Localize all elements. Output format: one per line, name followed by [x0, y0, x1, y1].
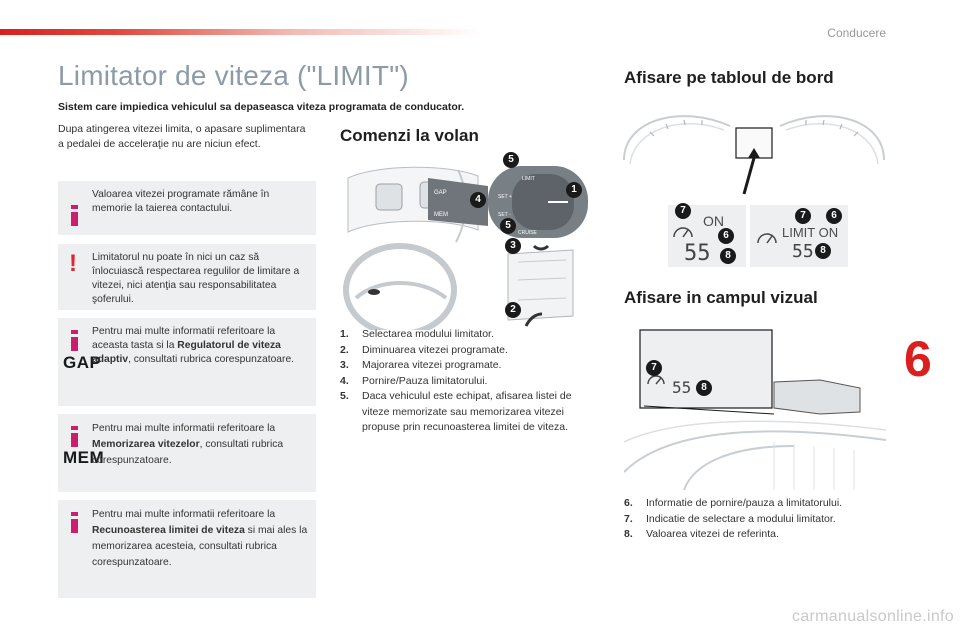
section-name: Conducere	[827, 26, 886, 40]
stalk-label: MEM	[434, 212, 448, 218]
callout-6: 6	[718, 228, 734, 244]
warning-icon: !	[69, 250, 77, 277]
callout-8: 8	[696, 380, 712, 396]
steering-wheel	[343, 243, 457, 330]
steering-legend: 1.Selectarea modului limitator. 2.Diminu…	[340, 327, 600, 436]
callout-4: 4	[470, 192, 486, 208]
lcd-speed-value: 55	[684, 241, 711, 266]
dashboard-heading: Afisare pe tabloul de bord	[624, 68, 834, 87]
speedometer-icon	[757, 233, 777, 244]
speedometer-icon	[673, 227, 693, 238]
info-note: Valoarea vitezei programate rămâne în me…	[58, 181, 316, 235]
stalk-side-view	[507, 244, 574, 327]
note-text: Pentru mai multe informatii referitoare …	[92, 509, 308, 568]
callout-7: 7	[646, 360, 662, 376]
header-accent-bar	[0, 29, 480, 35]
gap-button-icon: GAP	[63, 353, 102, 372]
head-up-display-illustration	[624, 322, 886, 490]
stalk-label: LIMIT	[522, 176, 535, 182]
legend-item: 5.Daca vehiculul este echipat, afisarea …	[340, 390, 572, 433]
callout-7: 7	[795, 208, 811, 224]
stalk-label: SET -	[498, 212, 511, 218]
stalk-label: SET +	[498, 194, 512, 200]
intro-paragraph: Dupa atingerea vitezei limita, o apasare…	[58, 123, 306, 150]
note-text: Pentru mai multe informatii referitoare …	[92, 423, 284, 466]
callout-7: 7	[675, 203, 691, 219]
legend-item: 7.Indicatie de selectare a modului limit…	[624, 512, 836, 525]
hud-speed-value: 55	[672, 378, 692, 397]
legend-item: 8.Valoarea vitezei de referinta.	[624, 528, 779, 540]
callout-8: 8	[720, 248, 736, 264]
hud-legend: 6.Informatie de pornire/pauza a limitato…	[624, 496, 894, 543]
lcd-status-label: ON	[703, 213, 724, 229]
note-text: Valoarea vitezei programate rămâne în me…	[92, 189, 270, 214]
speed-limit-recognition-note: Pentru mai multe informatii referitoare …	[58, 500, 316, 598]
callout-6: 6	[826, 208, 842, 224]
callout-3: 3	[505, 238, 521, 254]
note-text: Limitatorul nu poate în nici un caz să î…	[92, 252, 300, 305]
info-icon	[71, 330, 78, 351]
note-text: Pentru mai multe informatii referitoare …	[92, 326, 295, 365]
legend-item: 3.Majorarea vitezei programate.	[340, 359, 502, 371]
stalk-label: CRUISE	[518, 230, 538, 236]
hud-heading: Afisare in campul vizual	[624, 288, 818, 307]
callout-5: 5	[500, 218, 516, 234]
legend-item: 4.Pornire/Pauza limitatorului.	[340, 374, 488, 387]
callout-2: 2	[505, 302, 521, 318]
lcd-speed-value: 55	[792, 241, 814, 262]
lcd-status-label: LIMIT ON	[782, 225, 839, 240]
chapter-number: 6	[904, 331, 932, 387]
mem-note: MEM Pentru mai multe informatii referito…	[58, 414, 316, 492]
callout-1: 1	[566, 182, 582, 198]
instrument-cluster-illustration	[623, 115, 885, 195]
mem-button-icon: MEM	[63, 448, 105, 467]
legend-item: 2.Diminuarea vitezei programate.	[340, 343, 508, 356]
callout-5: 5	[503, 152, 519, 168]
info-icon	[71, 426, 78, 447]
legend-item: 6.Informatie de pornire/pauza a limitato…	[624, 497, 843, 509]
warning-note: ! Limitatorul nu poate în nici un caz să…	[58, 244, 316, 310]
watermark-text: carmanualsonline.info	[792, 608, 954, 625]
legend-item: 1.Selectarea modului limitator.	[340, 328, 494, 340]
page-title: Limitator de viteza ("LIMIT")	[58, 60, 409, 91]
info-icon	[71, 205, 78, 226]
stalk-label: GAP	[434, 190, 447, 196]
steering-wheel-illustration: GAP MEM LIMIT CRUISE SET + SET -	[343, 166, 588, 330]
callout-8: 8	[815, 243, 831, 259]
page-subtitle: Sistem care impiedica vehiculul sa depas…	[58, 101, 465, 113]
gap-note: GAP Pentru mai multe informatii referito…	[58, 318, 316, 406]
info-icon	[71, 512, 78, 533]
steering-controls-heading: Comenzi la volan	[340, 126, 479, 145]
stalk-left: GAP MEM	[428, 178, 488, 226]
